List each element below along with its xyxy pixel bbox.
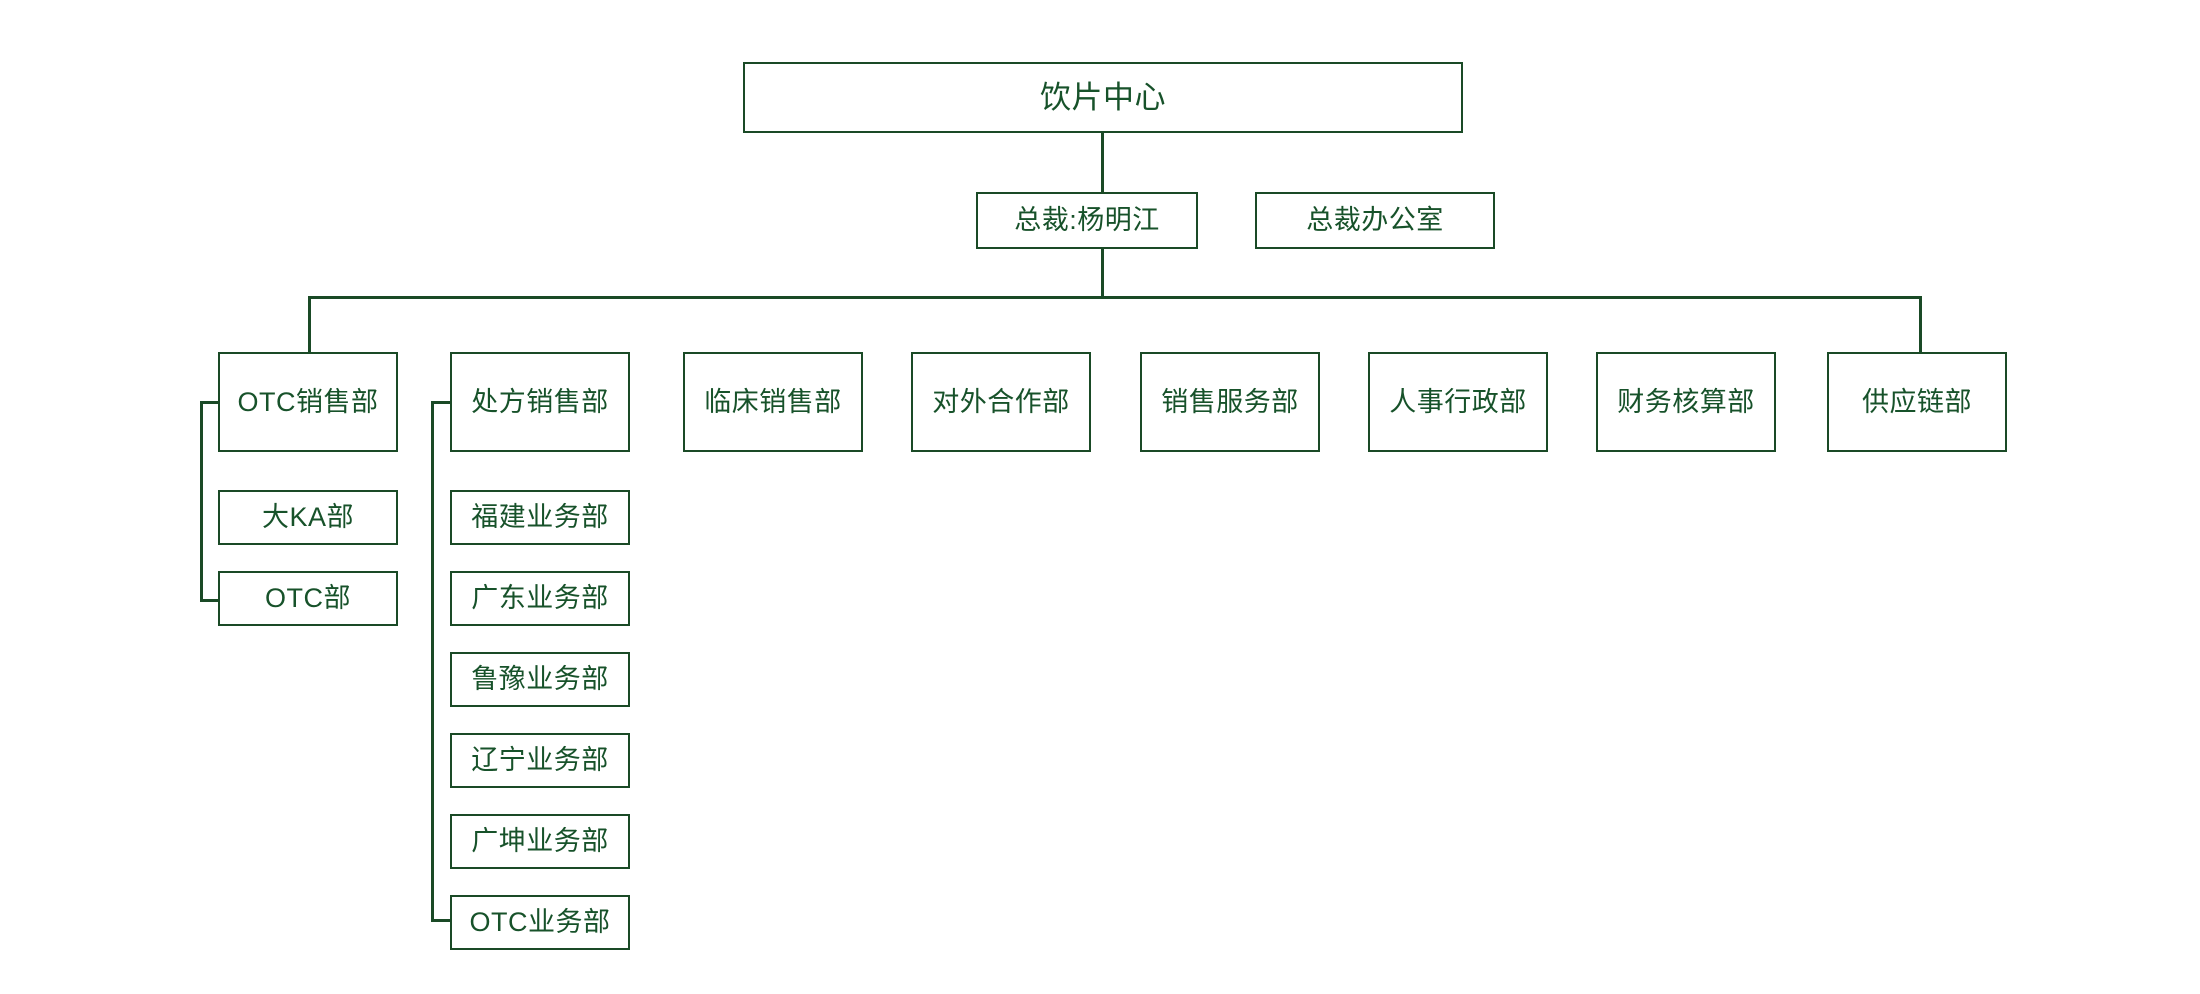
node-label: 总裁:杨明江 [1014,205,1160,235]
node-label: 人事行政部 [1389,386,1527,417]
node-label: 销售服务部 [1161,386,1299,417]
node-sub-liaoning[interactable]: 辽宁业务部 [450,733,630,788]
node-label: 鲁豫业务部 [471,664,609,694]
node-ceo-office[interactable]: 总裁办公室 [1255,192,1495,249]
node-dept-sales-service[interactable]: 销售服务部 [1140,352,1320,452]
connector-prescription-rail-stub-top [431,401,451,404]
node-dept-supply-chain[interactable]: 供应链部 [1827,352,2007,452]
node-dept-external-cooperation[interactable]: 对外合作部 [911,352,1091,452]
node-root-center[interactable]: 饮片中心 [743,62,1463,133]
node-label: 饮片中心 [1040,80,1166,115]
node-ceo[interactable]: 总裁:杨明江 [976,192,1198,249]
node-label: OTC业务部 [469,907,611,937]
node-label: 临床销售部 [704,386,842,417]
node-label: 福建业务部 [471,502,609,532]
node-dept-prescription-sales[interactable]: 处方销售部 [450,352,630,452]
connector-root-to-ceo [1101,133,1104,192]
node-label: 对外合作部 [932,386,1070,417]
node-label: 财务核算部 [1617,386,1755,417]
connector-bus-to-dept-1 [308,296,311,352]
node-label: OTC部 [265,583,351,613]
node-sub-otc[interactable]: OTC部 [218,571,398,626]
node-sub-fujian[interactable]: 福建业务部 [450,490,630,545]
connector-department-bus [308,296,1921,299]
connector-ceo-to-bus [1101,249,1104,298]
node-sub-guangkun[interactable]: 广坤业务部 [450,814,630,869]
node-label: 供应链部 [1862,386,1972,417]
node-label: 总裁办公室 [1306,205,1444,235]
node-dept-otc-sales[interactable]: OTC销售部 [218,352,398,452]
node-dept-clinical-sales[interactable]: 临床销售部 [683,352,863,452]
connector-otc-rail [200,401,203,601]
node-label: 大KA部 [261,502,355,532]
node-sub-guangdong[interactable]: 广东业务部 [450,571,630,626]
node-label: 辽宁业务部 [471,745,609,775]
connector-bus-to-dept-8 [1919,296,1922,352]
node-sub-luyu[interactable]: 鲁豫业务部 [450,652,630,707]
node-label: OTC销售部 [237,386,379,417]
node-dept-finance-accounting[interactable]: 财务核算部 [1596,352,1776,452]
connector-otc-rail-stub-top [200,401,220,404]
node-label: 广坤业务部 [471,826,609,856]
node-label: 处方销售部 [471,386,609,417]
connector-prescription-rail [431,401,434,921]
node-sub-big-ka[interactable]: 大KA部 [218,490,398,545]
node-label: 广东业务部 [471,583,609,613]
node-sub-otc-business[interactable]: OTC业务部 [450,895,630,950]
connector-otc-rail-stub-bottom [200,599,220,602]
connector-prescription-rail-stub-bottom [431,919,451,922]
node-dept-hr-admin[interactable]: 人事行政部 [1368,352,1548,452]
